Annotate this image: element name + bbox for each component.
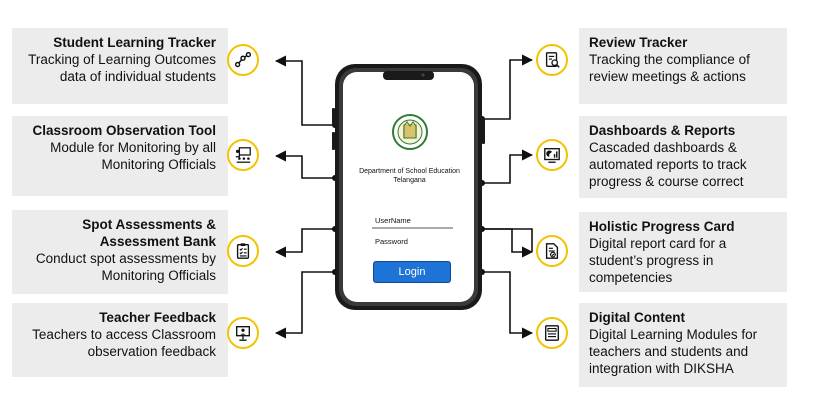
card-desc: Conduct spot assessments by Monitoring O… — [35, 251, 216, 283]
connector-right-1 — [482, 54, 534, 120]
share-nodes-icon — [227, 44, 259, 76]
card-title: Classroom Observation Tool — [32, 123, 216, 138]
digital-module-icon — [536, 317, 568, 349]
card-spot-assessments: Spot Assessments & Assessment Bank Condu… — [12, 210, 228, 294]
classroom-teacher-icon — [227, 139, 259, 171]
card-desc: Teachers to access Classroom observation… — [32, 327, 216, 359]
card-digital-content: Digital Content Digital Learning Modules… — [579, 303, 787, 387]
card-holistic-progress-card: Holistic Progress Card Digital report ca… — [579, 212, 787, 292]
department-name: Department of School Education — [359, 168, 460, 175]
card-desc: Digital Learning Modules for teachers an… — [589, 327, 758, 376]
card-desc: Cascaded dashboards & automated reports … — [589, 140, 747, 189]
connector-left-4 — [274, 271, 335, 339]
connector-right-3 — [482, 228, 533, 252]
card-title: Dashboards & Reports — [589, 123, 736, 138]
username-field[interactable]: UserName — [375, 216, 411, 225]
card-desc: Tracking of Learning Outcomes data of in… — [28, 52, 216, 84]
state-name: Telangana — [393, 177, 426, 184]
dashboard-chart-icon — [536, 139, 568, 171]
connector-left-3 — [274, 228, 335, 258]
phone-mockup — [332, 64, 485, 310]
connector-right-3b — [482, 228, 534, 258]
card-desc: Digital report card for a student’s prog… — [589, 236, 727, 285]
card-title: Spot Assessments & Assessment Bank — [82, 217, 216, 249]
connector-right-2 — [482, 149, 534, 184]
connector-right-4 — [482, 271, 534, 339]
card-desc: Tracking the compliance of review meetin… — [589, 52, 750, 84]
password-field[interactable]: Password — [375, 237, 408, 246]
card-title: Digital Content — [589, 310, 685, 325]
connector-left-1 — [274, 55, 335, 126]
card-review-tracker: Review Tracker Tracking the compliance o… — [579, 28, 787, 104]
card-title: Student Learning Tracker — [53, 35, 216, 50]
card-desc: Module for Monitoring by all Monitoring … — [50, 140, 216, 172]
telangana-emblem — [392, 114, 428, 150]
review-document-icon — [536, 44, 568, 76]
card-student-learning-tracker: Student Learning Tracker Tracking of Lea… — [12, 28, 228, 104]
card-title: Teacher Feedback — [99, 310, 216, 325]
connector-left-2 — [274, 150, 335, 179]
card-dashboards-reports: Dashboards & Reports Cascaded dashboards… — [579, 116, 787, 198]
clipboard-checklist-icon — [227, 235, 259, 267]
card-classroom-observation-tool: Classroom Observation Tool Module for Mo… — [12, 116, 228, 196]
card-teacher-feedback: Teacher Feedback Teachers to access Clas… — [12, 303, 228, 377]
presentation-board-icon — [227, 317, 259, 349]
card-title: Holistic Progress Card — [589, 219, 735, 234]
report-card-icon — [536, 235, 568, 267]
card-title: Review Tracker — [589, 35, 688, 50]
login-button[interactable]: Login — [373, 261, 451, 283]
